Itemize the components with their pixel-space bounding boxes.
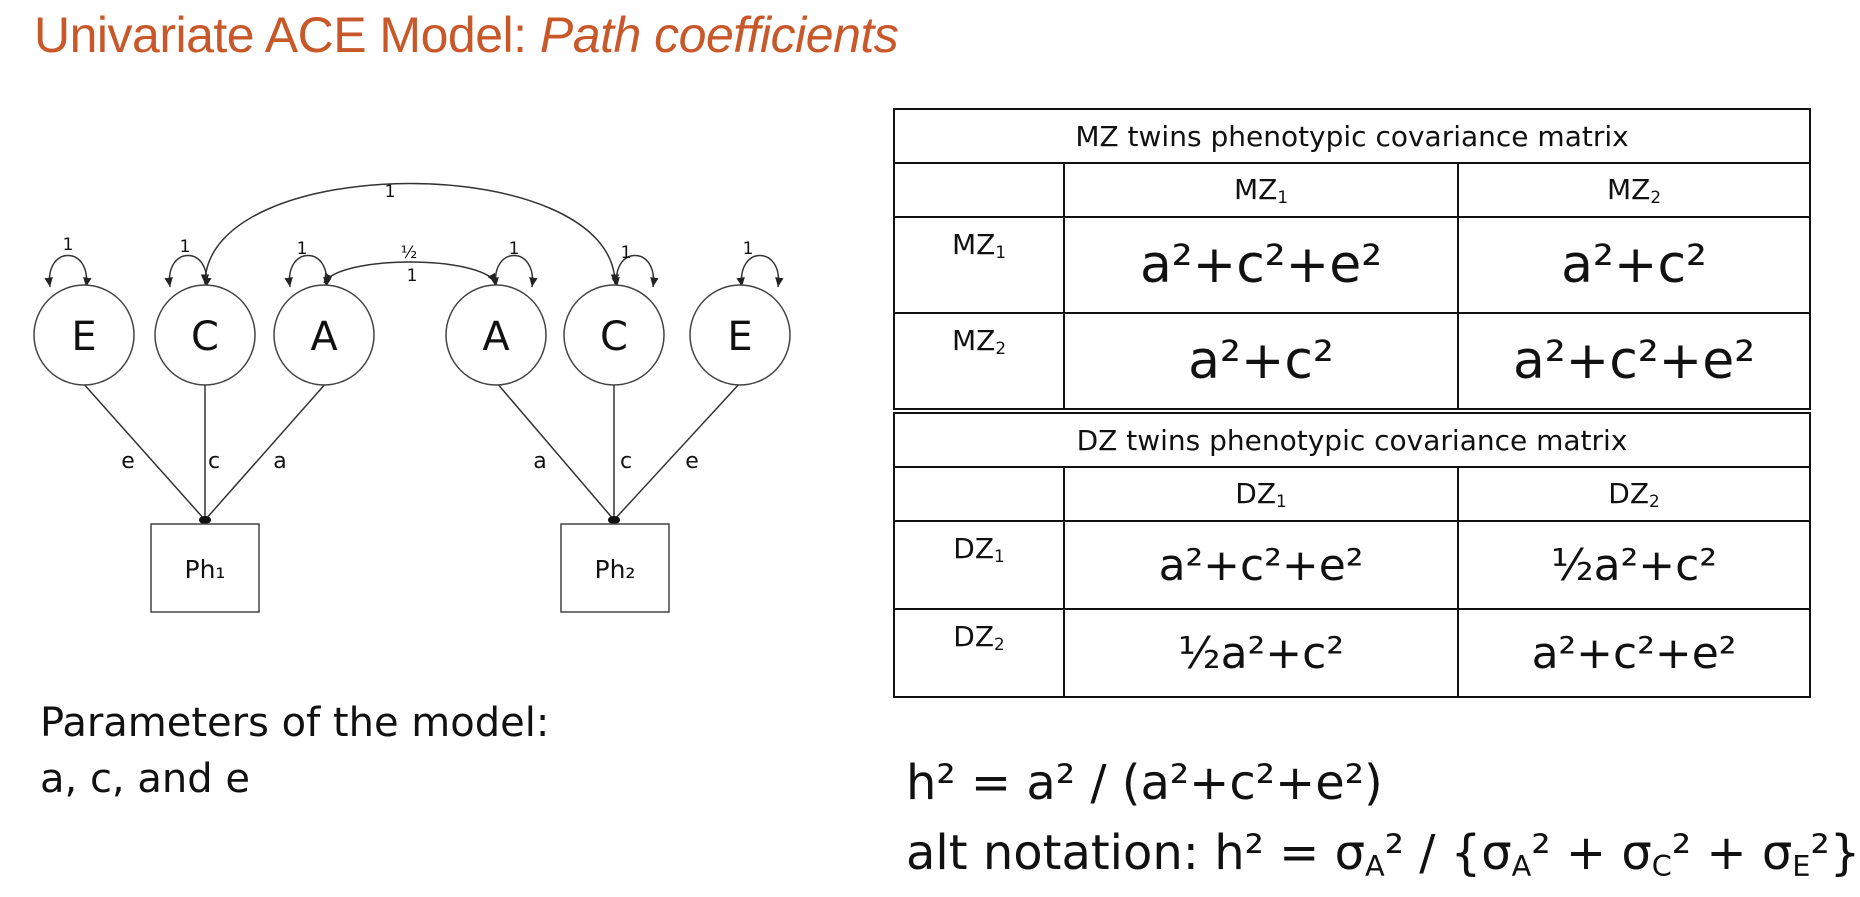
variance-label-c2: 1 <box>621 243 632 263</box>
mz-header-empty <box>893 162 1065 218</box>
dz-covariance-table: DZ twins phenotypic covariance matrix DZ… <box>892 412 1812 698</box>
heritability-formula: h² = a² / (a²+c²+e²) <box>906 755 1383 811</box>
phenotype-box-1 <box>150 523 260 613</box>
a-covariance-arrow <box>323 261 497 284</box>
path-junction-2 <box>608 516 620 524</box>
latent-label-e2: E <box>727 314 752 360</box>
variance-label-e2: 1 <box>743 239 754 259</box>
variance-label-e1: 1 <box>63 235 74 255</box>
mz-table-caption: MZ twins phenotypic covariance matrix <box>892 108 1812 164</box>
mz-cell-1-2: a²+c² <box>1456 216 1812 314</box>
dz-cell-1-1: a²+c²+e² <box>1063 520 1459 610</box>
title-emphasis: Path coefficients <box>539 7 899 63</box>
variance-label-a2: 1 <box>509 239 520 259</box>
a-correlation-dz-label: 1 <box>407 266 418 286</box>
phenotype-box-2 <box>560 523 670 613</box>
mz-covariance-table: MZ twins phenotypic covariance matrix MZ… <box>892 108 1812 410</box>
latent-label-a1: A <box>310 314 338 360</box>
dz-table-caption: DZ twins phenotypic covariance matrix <box>892 412 1812 468</box>
latent-c2 <box>563 284 665 386</box>
latent-a2 <box>445 284 547 386</box>
ace-path-diagram: E C A A C E 1 1 1 1 1 1 1 ½ 1 e c a a c … <box>33 182 791 613</box>
dz-cell-2-1: ½a²+c² <box>1063 608 1459 698</box>
path-label-e2: e <box>685 449 699 474</box>
phenotype-label-2: Ph₂ <box>595 555 636 584</box>
path-label-a1: a <box>273 449 286 474</box>
dz-cell-1-2: ½a²+c² <box>1456 520 1812 610</box>
parameters-heading: Parameters of the model: <box>40 700 550 746</box>
path-e2 <box>613 381 742 521</box>
path-label-c1: c <box>208 449 220 474</box>
dz-row-label-1: DZ1 <box>893 520 1065 610</box>
path-e1 <box>81 381 206 521</box>
page-title: Univariate ACE Model: Path coefficients <box>34 6 899 64</box>
mz-header-2: MZ2 <box>1456 162 1812 218</box>
c-covariance-arrow <box>200 182 620 285</box>
latent-label-c2: C <box>600 314 628 360</box>
latent-label-c1: C <box>191 314 219 360</box>
mz-cell-1-1: a²+c²+e² <box>1063 216 1459 314</box>
variance-loop-e1 <box>44 254 92 288</box>
mz-row-label-1: MZ1 <box>893 216 1065 314</box>
mz-row-label-2: MZ2 <box>893 312 1065 410</box>
dz-header-1: DZ1 <box>1063 466 1459 522</box>
latent-e1 <box>33 284 135 386</box>
mz-cell-2-2: a²+c²+e² <box>1456 312 1812 410</box>
variance-loop-c2 <box>611 254 659 288</box>
latent-label-a2: A <box>482 314 510 360</box>
dz-header-2: DZ2 <box>1456 466 1812 522</box>
variance-loop-a2 <box>490 254 538 288</box>
mz-cell-2-1: a²+c² <box>1063 312 1459 410</box>
title-main: Univariate ACE Model: <box>34 7 540 63</box>
latent-a1 <box>273 284 375 386</box>
parameters-list: a, c, and e <box>40 756 250 802</box>
phenotype-label-1: Ph₁ <box>185 555 226 584</box>
path-label-a2: a <box>533 449 546 474</box>
latent-label-e1: E <box>71 314 96 360</box>
heritability-alt-notation: alt notation: h² = σA² / {σA² + σC² + σE… <box>906 825 1860 884</box>
dz-header-empty <box>893 466 1065 522</box>
dz-row-label-2: DZ2 <box>893 608 1065 698</box>
dz-cell-2-2: a²+c²+e² <box>1456 608 1812 698</box>
latent-e2 <box>689 284 791 386</box>
path-label-c2: c <box>620 449 632 474</box>
latent-c1 <box>154 284 256 386</box>
path-label-e1: e <box>121 449 135 474</box>
variance-label-a1: 1 <box>297 239 308 259</box>
a-correlation-mz-label: ½ <box>401 243 417 263</box>
variance-label-c1: 1 <box>180 237 191 257</box>
path-a2 <box>495 381 615 521</box>
path-a1 <box>204 381 328 521</box>
variance-loop-a1 <box>284 254 332 288</box>
variance-loop-c1 <box>164 254 212 288</box>
mz-header-1: MZ1 <box>1063 162 1459 218</box>
c-correlation-label: 1 <box>385 182 396 202</box>
path-junction-1 <box>199 516 211 524</box>
variance-loop-e2 <box>736 254 784 288</box>
